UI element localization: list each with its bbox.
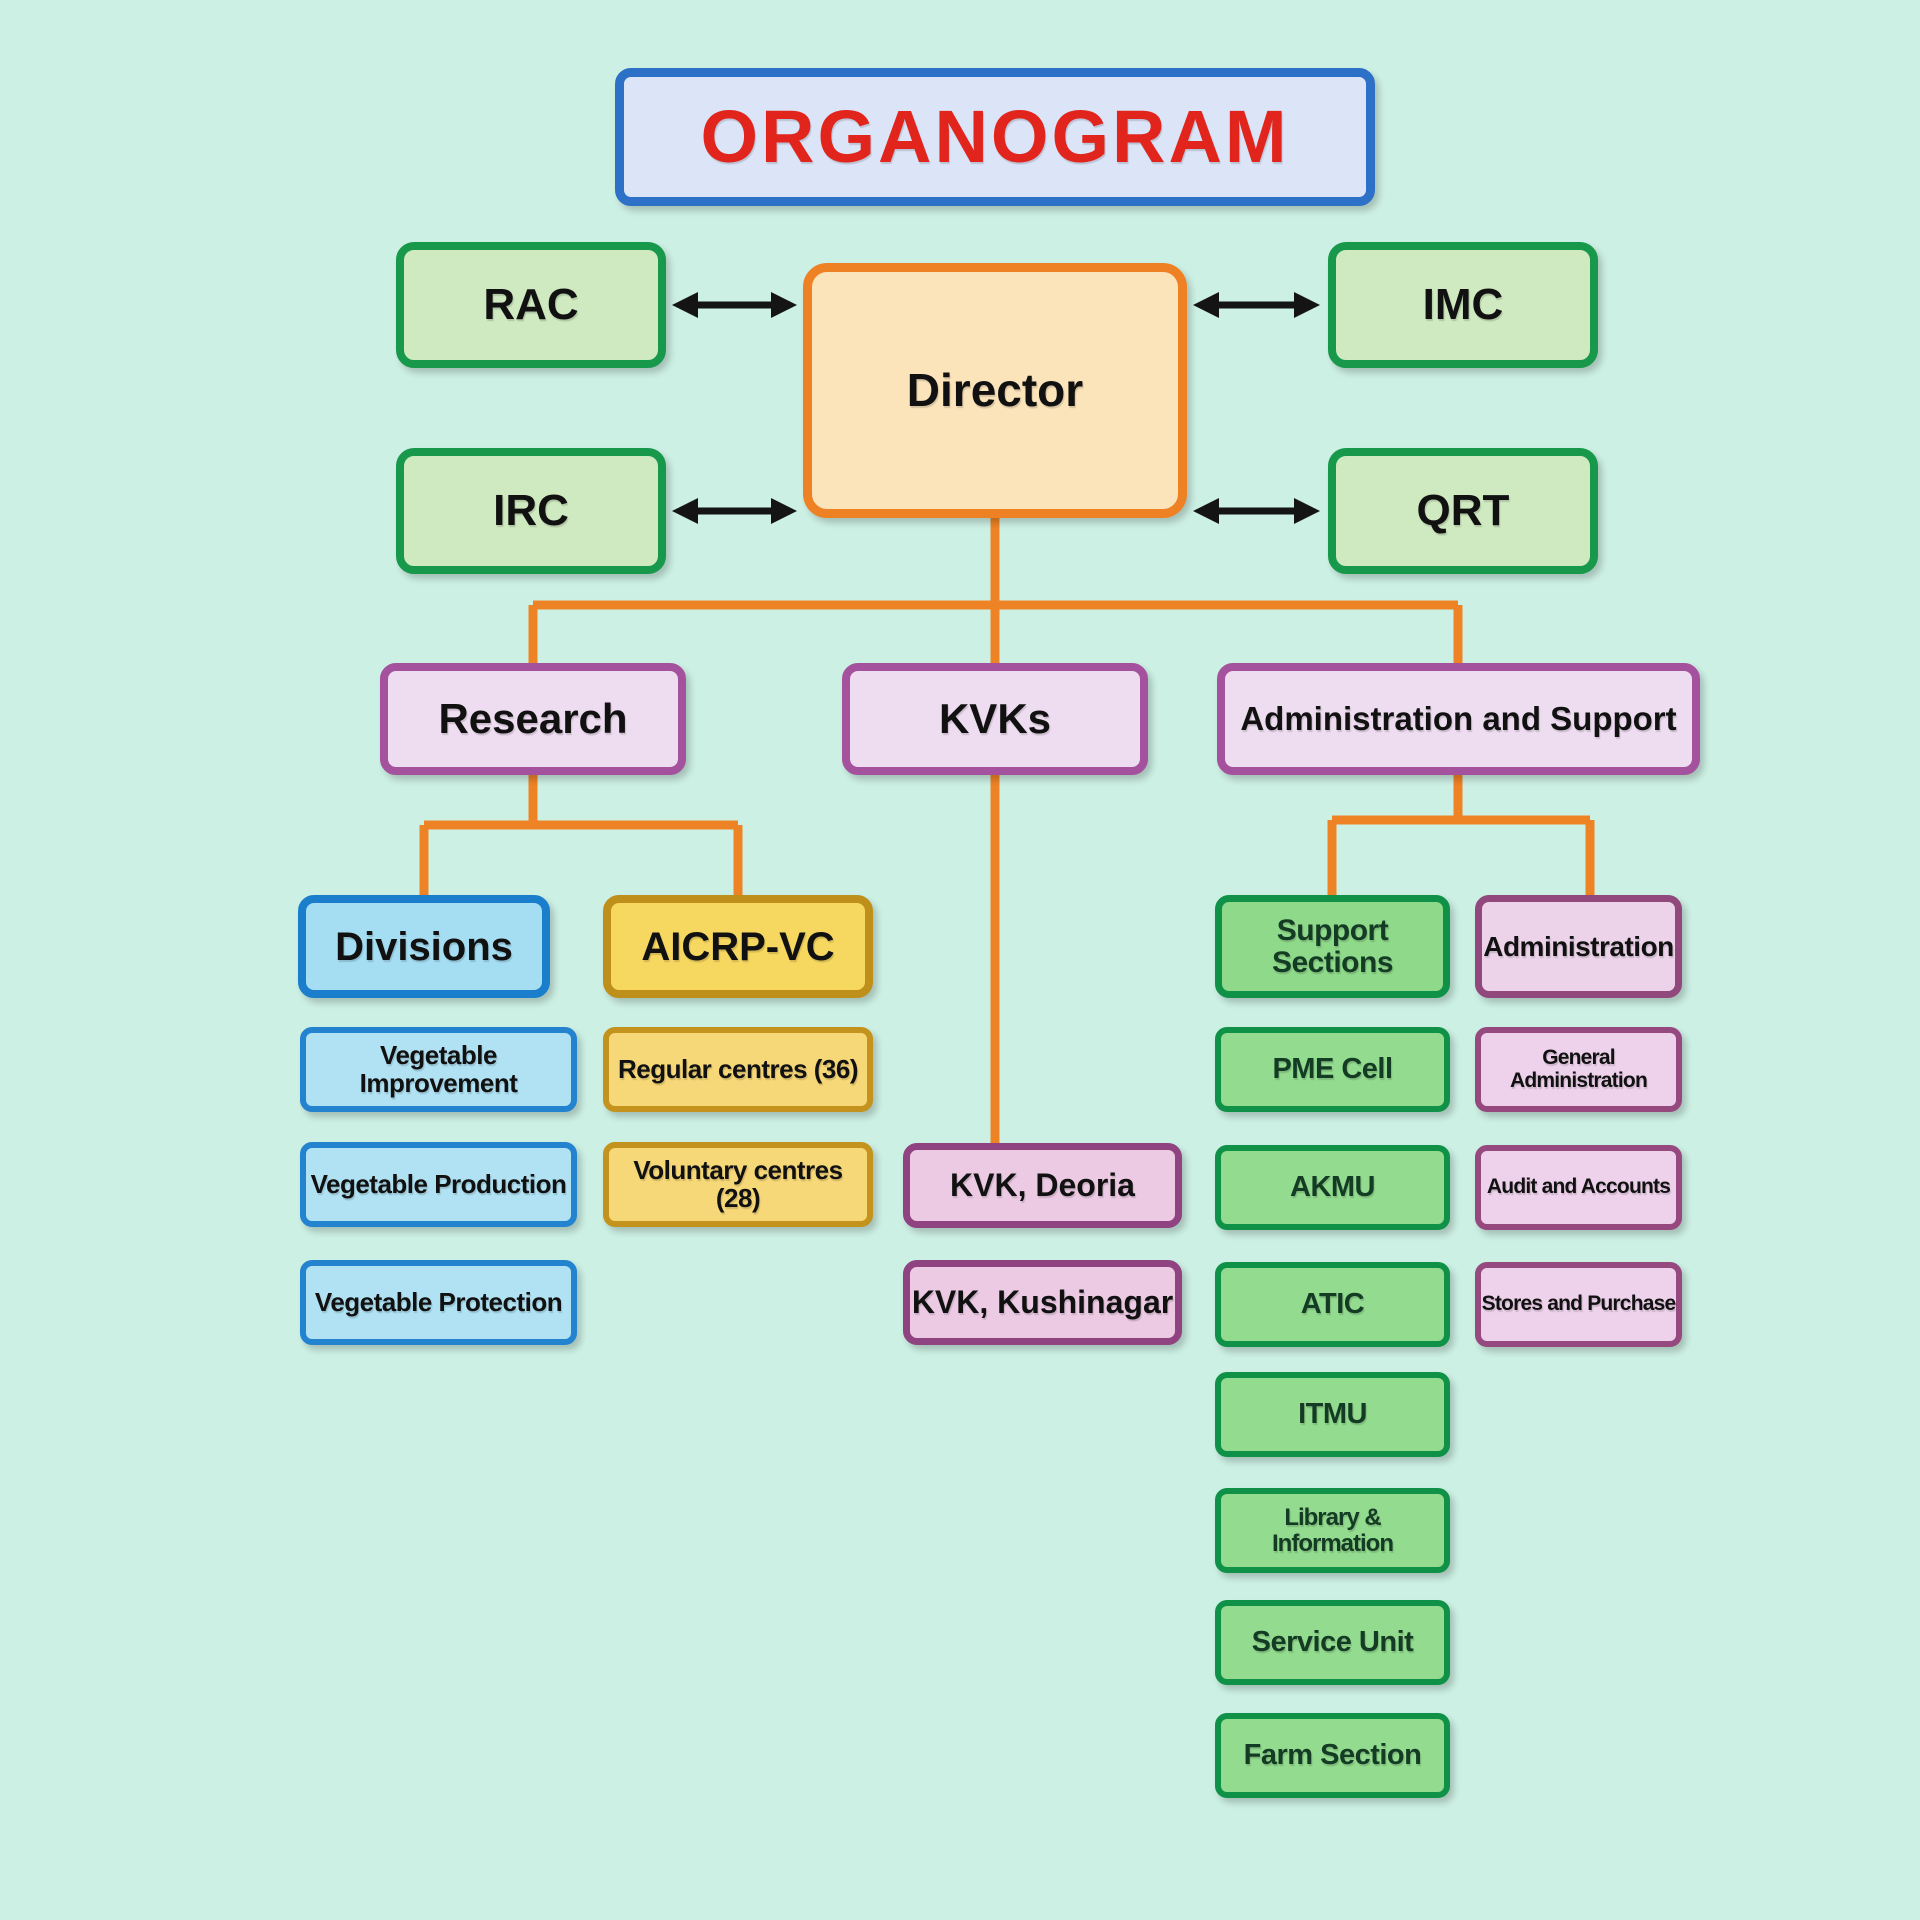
node-kvks: KVKs (842, 663, 1148, 775)
node-director: Director (803, 263, 1187, 518)
admin-sub-connector (1327, 775, 1595, 895)
node-vegetable-protection: Vegetable Protection (300, 1260, 577, 1345)
node-akmu: AKMU (1215, 1145, 1450, 1230)
node-itmu: ITMU (1215, 1372, 1450, 1457)
bidirectional-arrow-irc-director (672, 498, 797, 524)
node-vegetable-improvement: Vegetable Improvement (300, 1027, 577, 1112)
node-regular-centres: Regular centres (36) (603, 1027, 873, 1112)
page-title: ORGANOGRAM (615, 68, 1375, 206)
node-vegetable-production: Vegetable Production (300, 1142, 577, 1227)
node-audit-accounts: Audit and Accounts (1475, 1145, 1682, 1230)
node-kvk-kushinagar: KVK, Kushinagar (903, 1260, 1182, 1345)
node-irc: IRC (396, 448, 666, 574)
node-stores-purchase: Stores and Purchase (1475, 1262, 1682, 1347)
node-library-information: Library & Information (1215, 1488, 1450, 1573)
bidirectional-arrow-director-qrt (1193, 498, 1320, 524)
node-pme-cell: PME Cell (1215, 1027, 1450, 1112)
node-administration: Administration (1475, 895, 1682, 998)
node-general-administration: General Administration (1475, 1027, 1682, 1112)
bidirectional-arrow-director-imc (1193, 292, 1320, 318)
node-qrt: QRT (1328, 448, 1598, 574)
research-sub-connector (419, 775, 743, 895)
director-branch-connector (528, 518, 1463, 663)
node-farm-section: Farm Section (1215, 1713, 1450, 1798)
node-imc: IMC (1328, 242, 1598, 368)
bidirectional-arrow-rac-director (672, 292, 797, 318)
node-research: Research (380, 663, 686, 775)
node-atic: ATIC (1215, 1262, 1450, 1347)
node-service-unit: Service Unit (1215, 1600, 1450, 1685)
node-support-sections: Support Sections (1215, 895, 1450, 998)
node-admin-support: Administration and Support (1217, 663, 1700, 775)
node-divisions: Divisions (298, 895, 550, 998)
node-aicrp-vc: AICRP-VC (603, 895, 873, 998)
node-kvk-deoria: KVK, Deoria (903, 1143, 1182, 1228)
node-voluntary-centres: Voluntary centres (28) (603, 1142, 873, 1227)
node-rac: RAC (396, 242, 666, 368)
